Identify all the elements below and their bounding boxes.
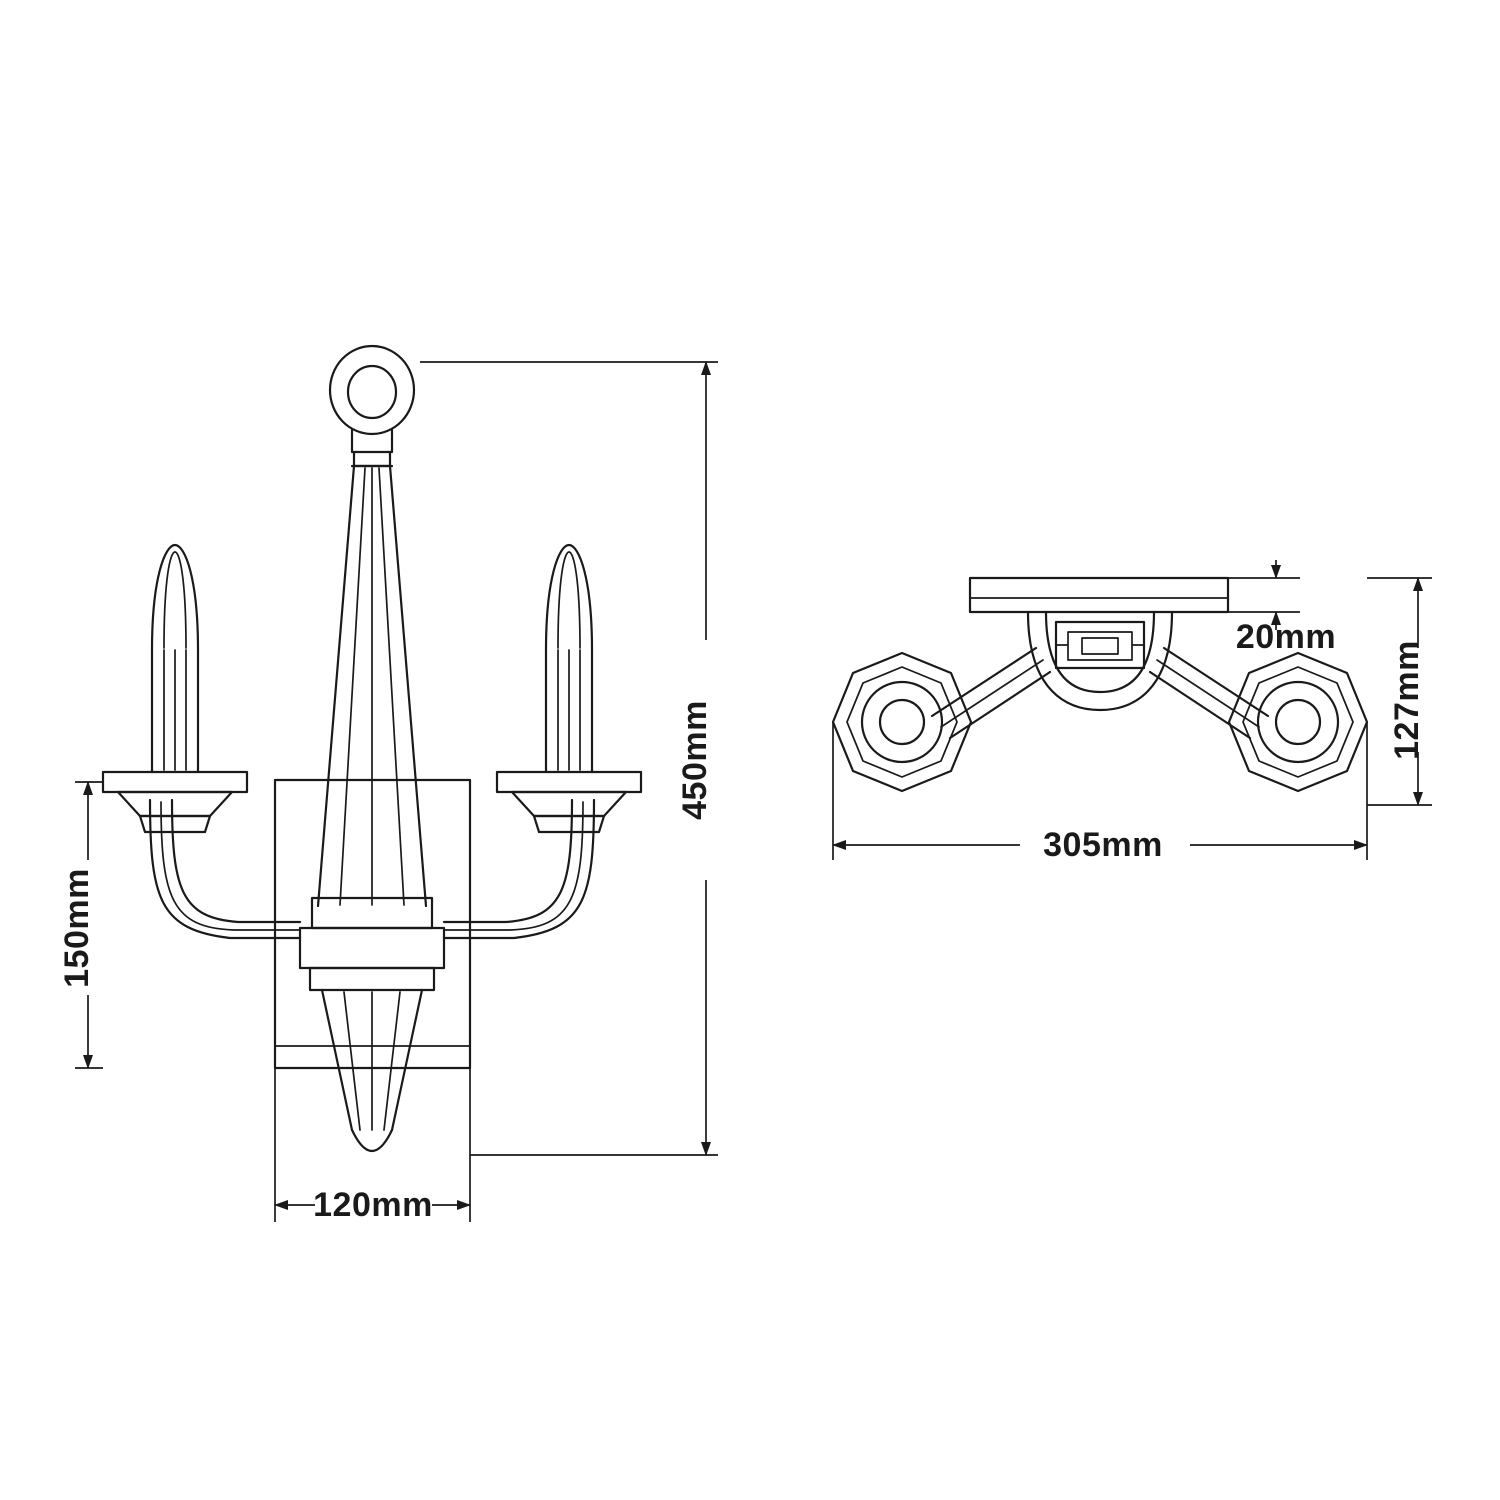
top-backplate: [968, 576, 1230, 614]
front-left-candle-assembly: [101, 543, 249, 834]
front-view: 450mm 150mm 120mm: [58, 344, 718, 1224]
top-right-arm: [1148, 646, 1270, 740]
dimension-drop-label: 150mm: [58, 868, 96, 988]
front-hanging-loop: [328, 344, 416, 454]
dimension-width: 305mm: [832, 722, 1368, 864]
dimension-width-label: 305mm: [1043, 826, 1163, 864]
dimension-projection: 127mm: [1367, 577, 1432, 806]
top-right-holder: [1227, 651, 1369, 793]
dimension-height-label: 450mm: [676, 700, 714, 820]
dimension-height: 450mm: [420, 361, 718, 1156]
dimension-backplate-width-label: 120mm: [313, 1186, 433, 1224]
front-left-arm: [148, 798, 302, 940]
dimension-backplate-thickness: 20mm: [1228, 560, 1336, 656]
top-central-bracket: [1026, 610, 1174, 712]
front-right-candle-assembly: [495, 543, 643, 834]
dimension-backplate-width: 120mm: [274, 1068, 471, 1224]
dimension-drop: 150mm: [58, 781, 103, 1069]
front-right-arm: [442, 798, 596, 940]
dimension-backplate-thickness-label: 20mm: [1236, 618, 1336, 656]
top-left-holder: [831, 651, 973, 793]
top-left-arm: [930, 646, 1052, 740]
dimension-projection-label: 127mm: [1388, 640, 1426, 760]
top-view: 20mm 127mm 305mm: [831, 560, 1432, 864]
front-central-column: [298, 450, 446, 1152]
